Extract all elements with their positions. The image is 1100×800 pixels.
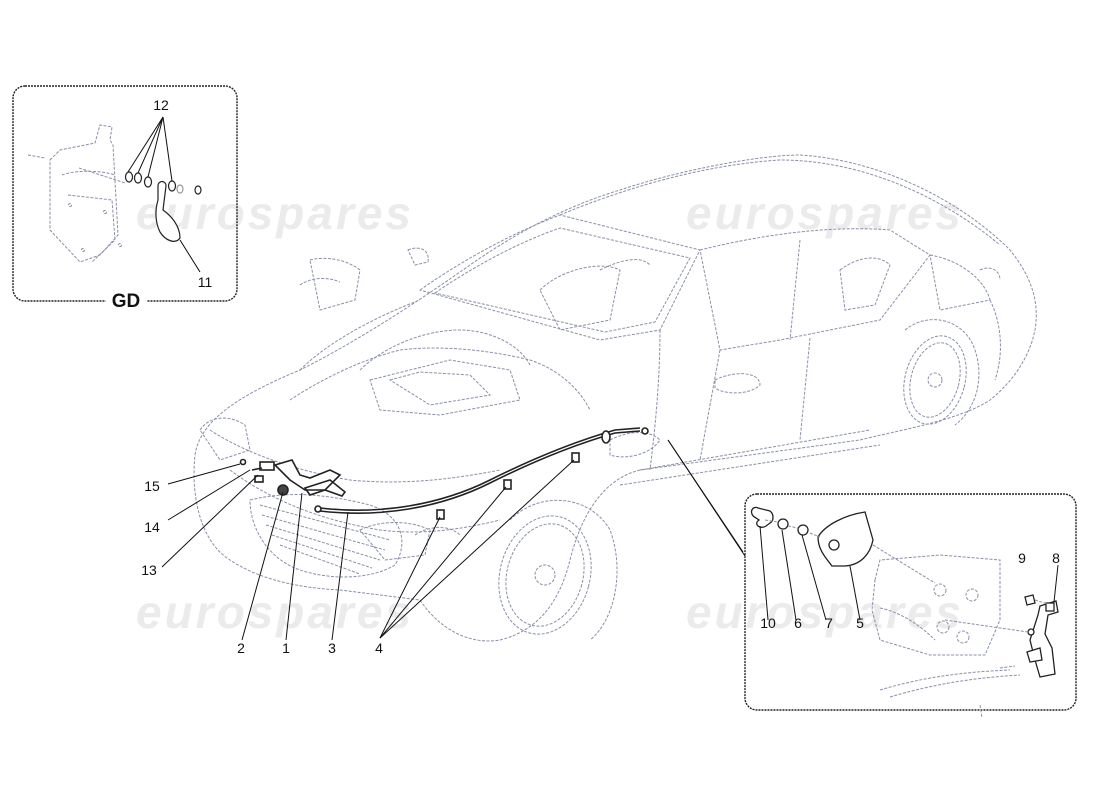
callout-label: 5 [856,615,864,631]
callout-label: 1 [282,640,290,656]
callout-label: 8 [1052,550,1060,566]
callout-label: 12 [153,97,169,113]
callout-label: 4 [375,640,383,656]
callout-label: 6 [794,615,802,631]
callout-label: 7 [825,615,833,631]
callout-label: 14 [144,519,160,535]
inset-title-gd: GD [105,291,147,313]
callout-label: 10 [760,615,776,631]
callout-label: 2 [237,640,245,656]
callout-label: 3 [328,640,336,656]
callout-label: 9 [1018,550,1026,566]
callout-label: 11 [197,274,213,290]
callout-label: 13 [141,562,157,578]
callout-label: 15 [144,478,160,494]
